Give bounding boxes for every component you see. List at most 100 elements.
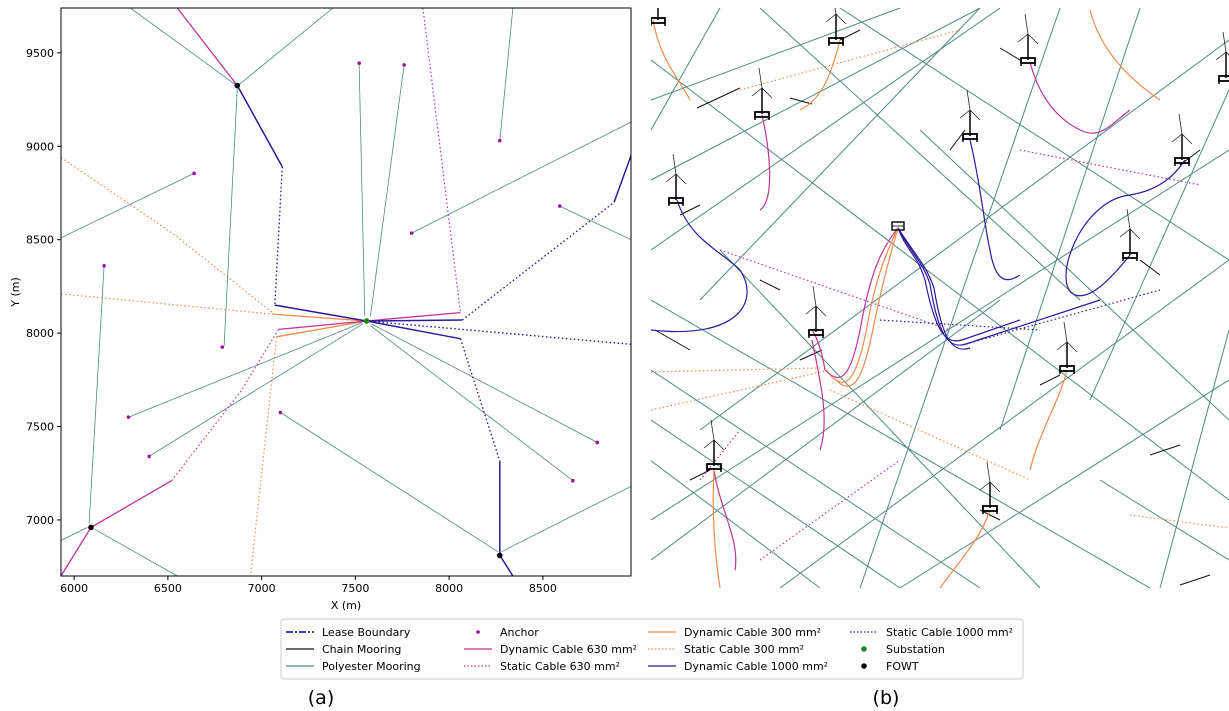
polyester-mooring-line <box>61 527 88 541</box>
dynamic-cable-300-line <box>274 313 367 322</box>
fowt-3d <box>1056 321 1078 375</box>
chain-mooring-3d <box>1139 259 1161 276</box>
fowt-point <box>234 82 241 89</box>
static-cable-1000-line <box>366 320 631 345</box>
dynamic-cable-1000-line <box>236 85 283 168</box>
x-tick-label: 8000 <box>435 582 463 595</box>
polyester-mooring-line <box>371 323 598 443</box>
polyester-mooring-line <box>370 325 574 482</box>
legend-item: Static Cable 1000 mm² <box>850 626 1013 639</box>
static-cable-630-line <box>171 329 280 482</box>
static-cable-300-3d <box>651 367 821 373</box>
dynamic-cable-1000-line <box>613 155 631 203</box>
legend-label: Static Cable 300 mm² <box>684 643 804 656</box>
substation-3d <box>891 221 905 231</box>
legend-item: Dynamic Cable 1000 mm² <box>648 660 828 673</box>
fowt-3d <box>651 8 669 27</box>
x-tick-label: 7000 <box>248 582 276 595</box>
anchor-point <box>402 63 406 67</box>
dynamic-cable-630-3d <box>759 114 771 211</box>
y-tick-label: 8000 <box>26 327 54 340</box>
x-axis-label: X (m) <box>331 599 361 612</box>
static-cable-630-3d <box>719 249 951 331</box>
dynamic-cable-630-line <box>176 8 238 86</box>
x-tick-label: 8500 <box>529 582 557 595</box>
polyester-mooring-3d <box>719 249 1041 588</box>
polyester-mooring-3d <box>651 8 721 131</box>
legend-swatch <box>861 646 867 652</box>
legend-item: FOWT <box>861 660 919 673</box>
dynamic-cable-1000-line <box>366 319 463 322</box>
polyester-mooring-3d <box>759 8 1081 301</box>
legend-item: Anchor <box>476 626 539 639</box>
dynamic-cable-1000-3d <box>1065 159 1186 297</box>
static-cable-630-3d <box>699 429 741 481</box>
static-cable-300-line <box>61 157 276 315</box>
dynamic-cable-630-line <box>366 311 461 322</box>
anchor-point <box>357 61 361 65</box>
legend-label: Anchor <box>500 626 539 639</box>
dynamic-cable-1000-line <box>274 304 367 322</box>
legend-swatch <box>476 630 480 634</box>
chain-mooring-3d <box>1039 374 1061 386</box>
polyester-mooring-line <box>148 323 364 457</box>
panel-a-data-layer <box>61 8 631 576</box>
dynamic-cable-1000-3d <box>651 199 748 332</box>
legend-item: Lease Boundary <box>286 626 411 639</box>
polyester-mooring-line <box>61 173 195 239</box>
fowt-3d <box>1119 208 1141 262</box>
y-tick-label: 7500 <box>26 421 54 434</box>
static-cable-630-3d <box>1019 149 1201 186</box>
panel-a-label: (a) <box>308 687 334 709</box>
legend-item: Substation <box>861 643 945 656</box>
legend-item: Dynamic Cable 630 mm² <box>464 643 637 656</box>
polyester-mooring-3d <box>651 299 1151 588</box>
polyester-mooring-line <box>88 265 105 524</box>
fowt-3d <box>665 153 687 207</box>
anchor-point <box>102 264 106 268</box>
legend-item: Static Cable 300 mm² <box>648 643 804 656</box>
x-tick-label: 7500 <box>341 582 369 595</box>
anchor-point <box>497 138 502 143</box>
dynamic-cable-1000-3d <box>969 139 1021 281</box>
polyester-mooring-3d <box>651 299 1001 561</box>
polyester-mooring-line <box>370 64 405 317</box>
panel-b-3d-render: (b) <box>651 8 1229 709</box>
polyester-mooring-line <box>280 412 499 553</box>
chain-mooring-3d <box>696 87 741 109</box>
legend-label: Substation <box>886 643 945 656</box>
static-cable-1000-line <box>274 166 283 306</box>
fowt-3d <box>805 285 827 339</box>
polyester-mooring-3d <box>1159 329 1229 588</box>
anchor-point <box>595 440 600 445</box>
polyester-mooring-line <box>559 205 631 241</box>
fowt-3d <box>751 67 773 121</box>
dynamic-cable-630-line <box>278 320 367 331</box>
legend-item: Polyester Mooring <box>286 660 421 673</box>
polyester-mooring-3d <box>651 419 901 588</box>
anchor-point <box>220 345 225 349</box>
dynamic-cable-300-3d <box>712 469 721 588</box>
x-tick-label: 6000 <box>60 582 88 595</box>
fowt-3d <box>1215 31 1229 85</box>
polyester-mooring-3d <box>859 8 1061 588</box>
legend-label: Dynamic Cable 300 mm² <box>684 626 821 639</box>
static-cable-630-3d <box>759 459 901 561</box>
anchor-point <box>278 410 283 415</box>
y-tick-label: 9500 <box>26 47 54 60</box>
chain-mooring-3d <box>654 329 691 351</box>
y-tick-label: 9000 <box>26 140 54 153</box>
dynamic-cable-300-3d <box>1029 369 1068 471</box>
polyester-mooring-3d <box>699 8 981 301</box>
anchor-point <box>147 454 151 459</box>
x-tick-label: 6500 <box>154 582 182 595</box>
dynamic-cable-1000-line <box>366 320 461 340</box>
legend-label: Polyester Mooring <box>322 660 421 673</box>
chain-mooring-3d <box>999 47 1021 61</box>
y-axis-label: Y (m) <box>9 277 22 308</box>
polyester-mooring-line <box>238 8 334 85</box>
static-cable-300-3d <box>739 29 961 91</box>
